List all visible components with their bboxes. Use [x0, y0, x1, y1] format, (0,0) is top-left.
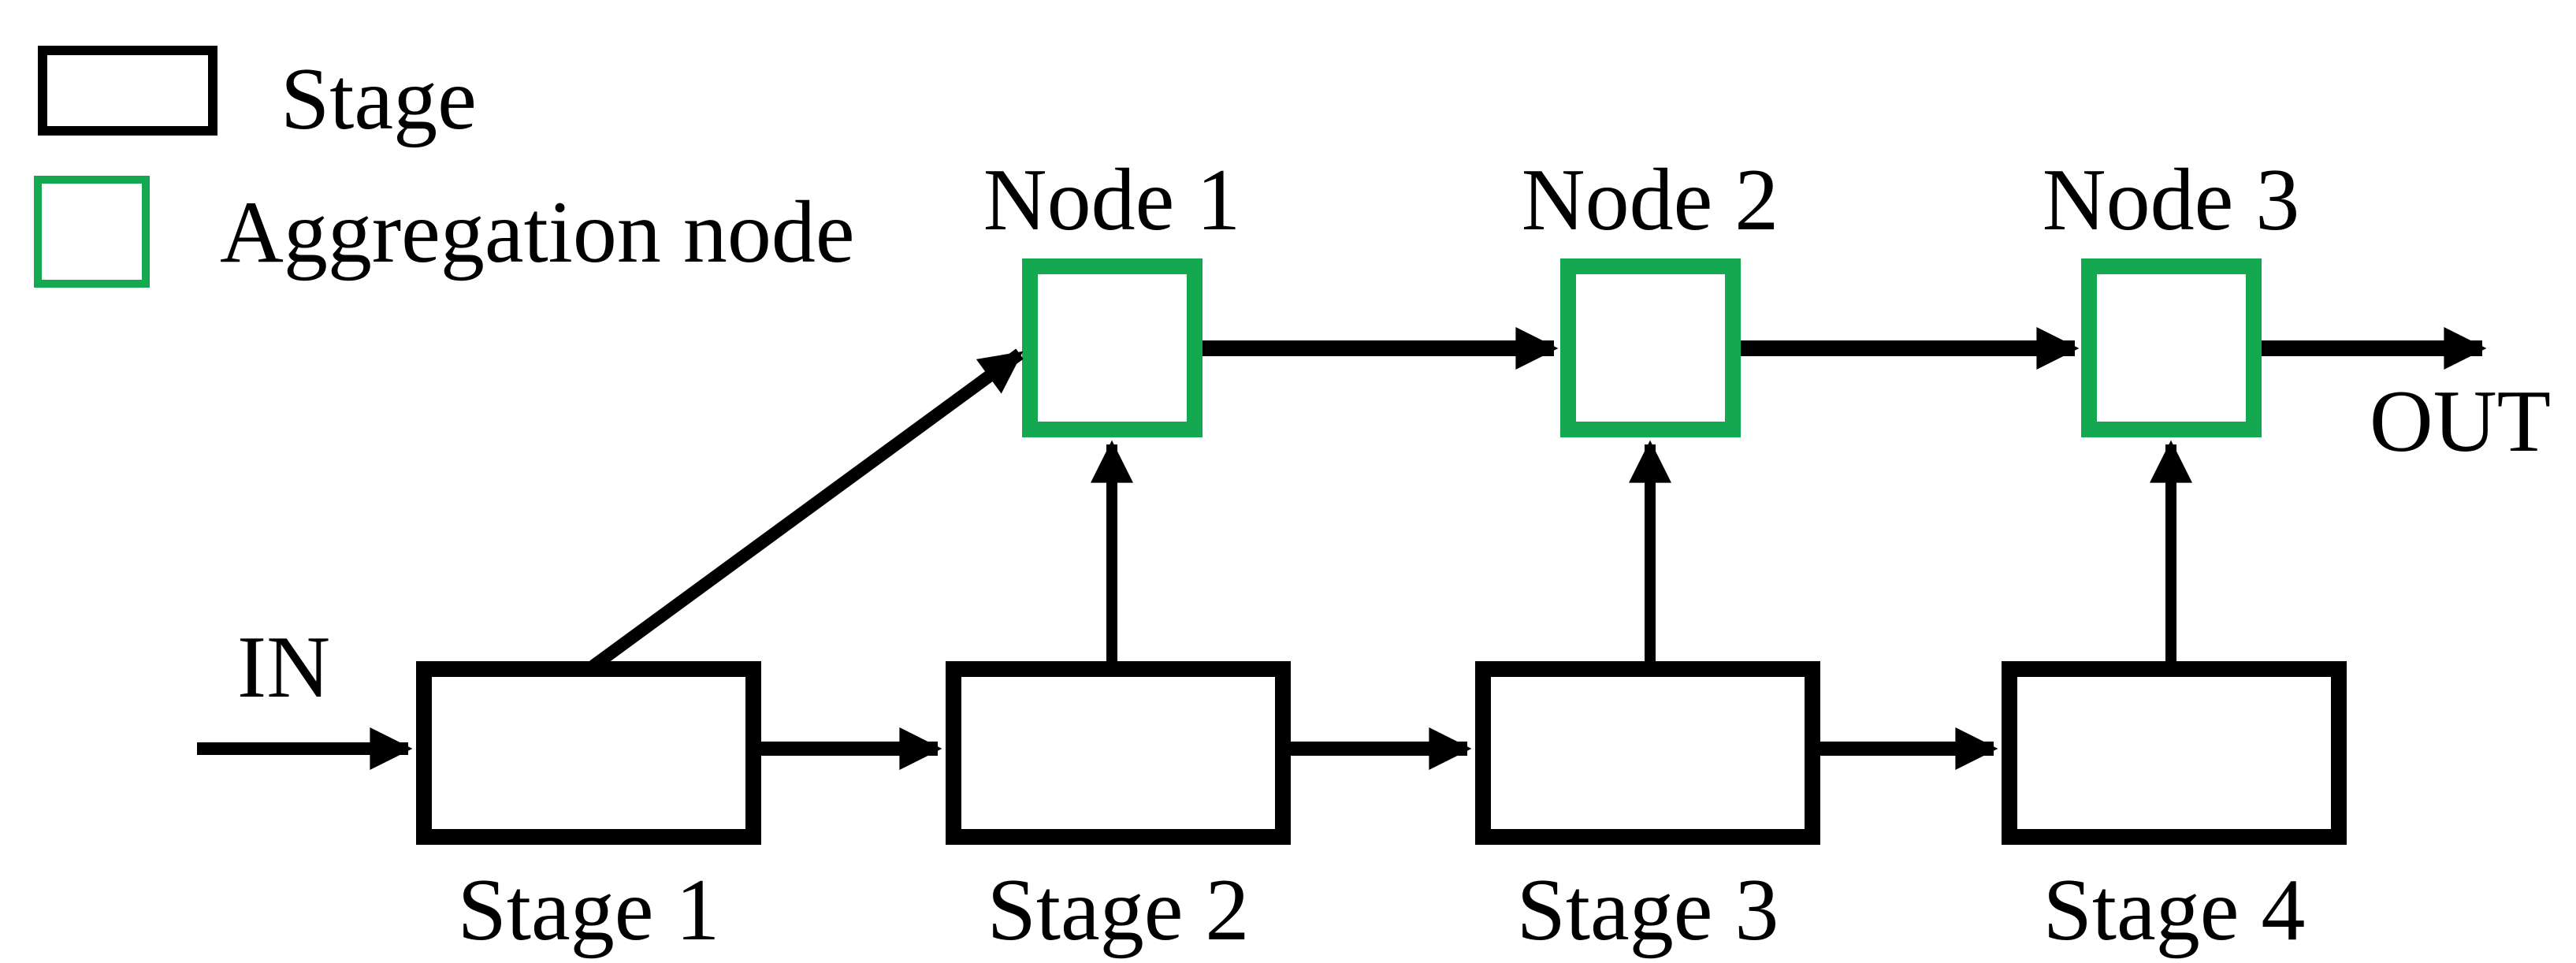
stage-3-box: [1475, 661, 1820, 845]
stage-2-box: [946, 661, 1291, 845]
edge-stage1-node1-arrow: [589, 348, 1024, 671]
output-label: OUT: [2370, 373, 2551, 470]
stage-4-label: Stage 4: [2043, 861, 2306, 959]
stage-2-label: Stage 2: [987, 861, 1250, 959]
node-2-box: [1560, 258, 1741, 437]
stage-1-box: [416, 661, 761, 845]
legend-stage-swatch: [38, 46, 217, 136]
legend-aggregation-swatch: [34, 176, 150, 288]
aggregation-nodes: Node 1 Node 2 Node 3: [983, 151, 2300, 437]
node-1-label: Node 1: [983, 151, 1241, 249]
legend: Stage Aggregation node: [34, 46, 855, 288]
edges: [197, 327, 2487, 770]
legend-stage-label: Stage: [281, 50, 477, 148]
stage-4-box: [2002, 661, 2347, 845]
node-3-label: Node 3: [2043, 151, 2300, 249]
stages: Stage 1 Stage 2 Stage 3 Stage 4: [416, 661, 2347, 959]
input-label: IN: [237, 619, 330, 716]
stage-3-label: Stage 3: [1517, 861, 1779, 959]
node-3-box: [2081, 258, 2262, 437]
stage-1-label: Stage 1: [458, 861, 720, 959]
node-2-label: Node 2: [1522, 151, 1779, 249]
legend-aggregation-label: Aggregation node: [220, 184, 855, 281]
node-1-box: [1022, 258, 1203, 437]
